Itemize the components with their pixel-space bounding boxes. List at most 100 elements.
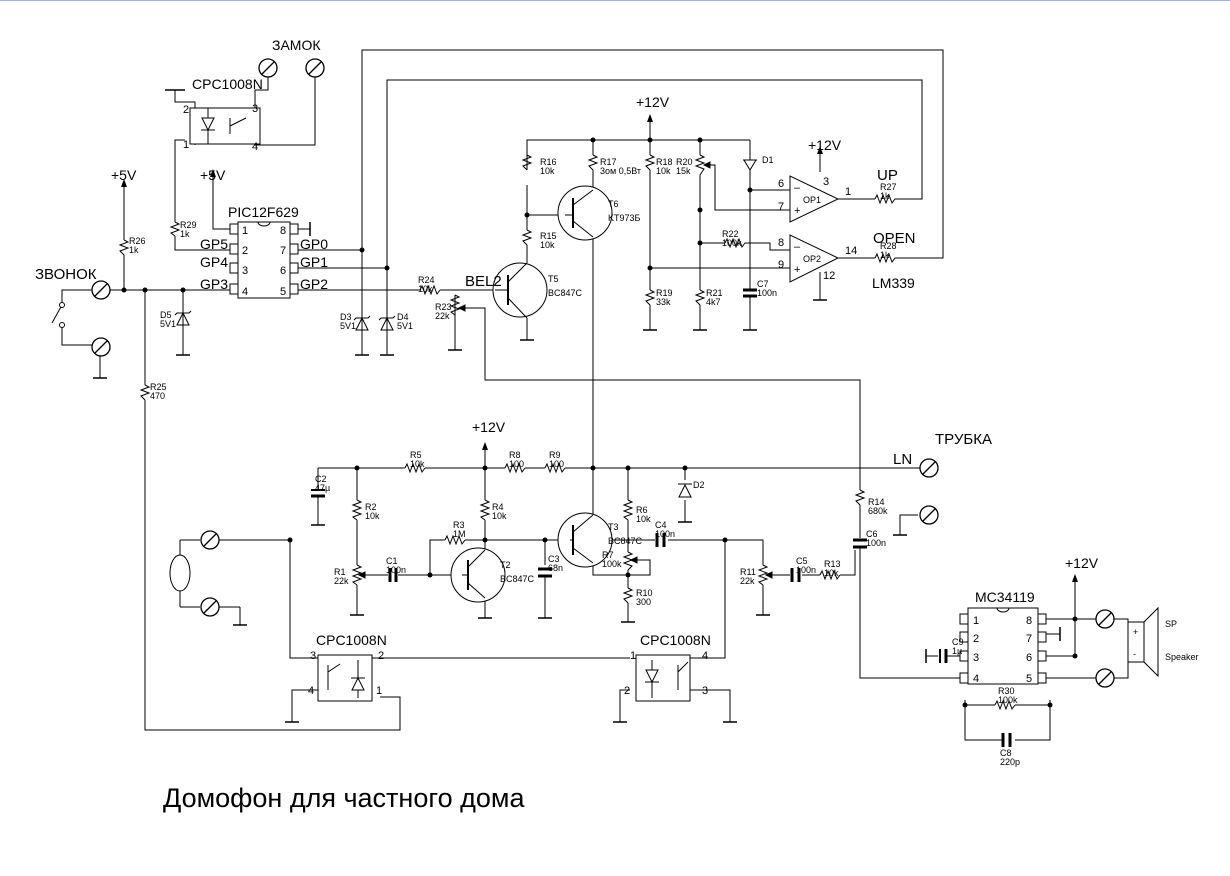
ref-t2: T2 [500,560,511,570]
ref-r25: R25 [150,382,167,392]
value-r20: 15k [676,166,691,176]
value-r22: 100k [722,238,742,248]
ref-r9: R9 [549,450,561,460]
zener-d4 [378,315,396,345]
value-r21: 4k7 [706,297,721,307]
op-amps: – + – + [789,175,840,283]
svg-text:2: 2 [378,650,384,662]
svg-text:4: 4 [308,685,314,697]
value-r7: 100k [602,559,622,569]
zener-d3 [353,315,371,345]
value-c2: 47µ [315,483,330,493]
value-c8: 220p [1000,757,1020,767]
ref-c6: C6 [866,529,878,539]
svg-text:GP5: GP5 [200,236,228,252]
ground-symbols [92,89,1061,723]
value-r6: 10k [636,514,651,524]
ref-r14: R14 [868,497,885,507]
svg-text:LM339: LM339 [872,275,915,291]
value-c1: 100n [386,565,406,575]
ref-c9: C9 [952,637,964,647]
resistor-r7 [622,551,634,571]
svg-text:6: 6 [778,178,784,190]
ref-r27: R27 [880,182,897,192]
svg-text:+: + [794,205,800,217]
value-t6: KT973Б [608,213,641,223]
value-c3: 68n [548,563,563,573]
resistor-r3 [444,534,466,546]
resistor-r30 [994,699,1016,711]
svg-text:5: 5 [280,286,286,298]
value-c5: 100n [796,565,816,575]
value-r16: 10k [540,166,555,176]
resistor-r13 [819,569,841,581]
ref-r30: R30 [998,686,1015,696]
transistors [450,185,613,603]
pic12f629: PIC12F629 1 2 3 4 8 7 6 5 GP5 GP4 GP3 GP… [200,204,328,299]
svg-text:ЗАМОК: ЗАМОК [272,37,321,53]
svg-text:–: – [794,241,801,253]
net-labels: ЗВОНОК ЗАМОК ТРУБКА LN UP OPEN BEL2 LM33… [35,37,1199,697]
svg-text:OP2: OP2 [803,254,821,264]
ref-r23: R23 [435,302,452,312]
svg-text:-: - [1133,649,1136,659]
ref-c3: C3 [548,554,560,564]
resistor-r1 [351,564,363,586]
svg-text:1: 1 [183,139,189,151]
ref-r17: R17 [600,157,617,167]
value-r4: 10k [492,511,507,521]
value-r30: 100k [998,695,1018,705]
svg-text:+12V: +12V [472,419,506,435]
svg-text:3: 3 [973,652,979,664]
svg-text:2: 2 [973,633,979,645]
resistor-r20 [694,154,706,176]
ref-c1: C1 [386,556,398,566]
value-r24: 10k [418,284,433,294]
ref-c8: C8 [1000,748,1012,758]
ref-r3: R3 [453,520,465,530]
svg-text:ТРУБКА: ТРУБКА [935,431,992,448]
resistor-r6 [622,499,634,521]
microphone [169,539,241,615]
svg-text:GP4: GP4 [200,254,228,270]
value-r13: 10k [824,568,839,578]
svg-text:–: – [794,182,801,194]
svg-text:GP0: GP0 [300,236,328,252]
ref-r4: R4 [492,502,504,512]
diode-d2 [678,483,692,498]
svg-text:+: + [794,264,800,276]
transistor-t3 [557,512,613,568]
resistor-r17 [587,154,599,171]
ref-r29: R29 [180,220,197,230]
svg-text:4: 4 [252,141,258,153]
resistor-r15 [521,229,533,246]
resistor-r21 [694,289,706,306]
ref-r22: R22 [722,229,739,239]
value-r18: 10k [656,166,671,176]
resistor-r24 [419,284,441,296]
svg-text:2: 2 [624,685,630,697]
svg-text:+12V: +12V [1065,555,1099,571]
svg-text:7: 7 [778,201,784,213]
svg-text:GP1: GP1 [300,254,328,270]
component-labels: R291kR261kR25470R2410kR2322kR1610kR1510k… [129,155,1020,767]
resistor-r22 [724,237,746,249]
value-r29: 1k [180,229,190,239]
diagram-caption: Домофон для частного дома [163,783,525,813]
value-r11: 22k [740,576,755,586]
svg-text:6: 6 [1026,652,1032,664]
value-d4: 5V1 [397,321,413,331]
resistor-r5 [404,462,426,474]
pot-wipers [357,161,775,579]
svg-text:CPC1008N: CPC1008N [192,76,263,92]
value-r17: 3ом 0,5Вт [600,166,641,176]
ref-d2: D2 [693,480,705,490]
speaker-symbol: + - [1127,606,1159,678]
resistor-r16 [521,154,533,171]
value-t2: BC847C [500,574,535,584]
svg-text:8: 8 [1026,615,1032,627]
value-r15: 10k [540,240,555,250]
svg-text:CPC1008N: CPC1008N [640,632,711,648]
ref-r18: R18 [656,157,673,167]
